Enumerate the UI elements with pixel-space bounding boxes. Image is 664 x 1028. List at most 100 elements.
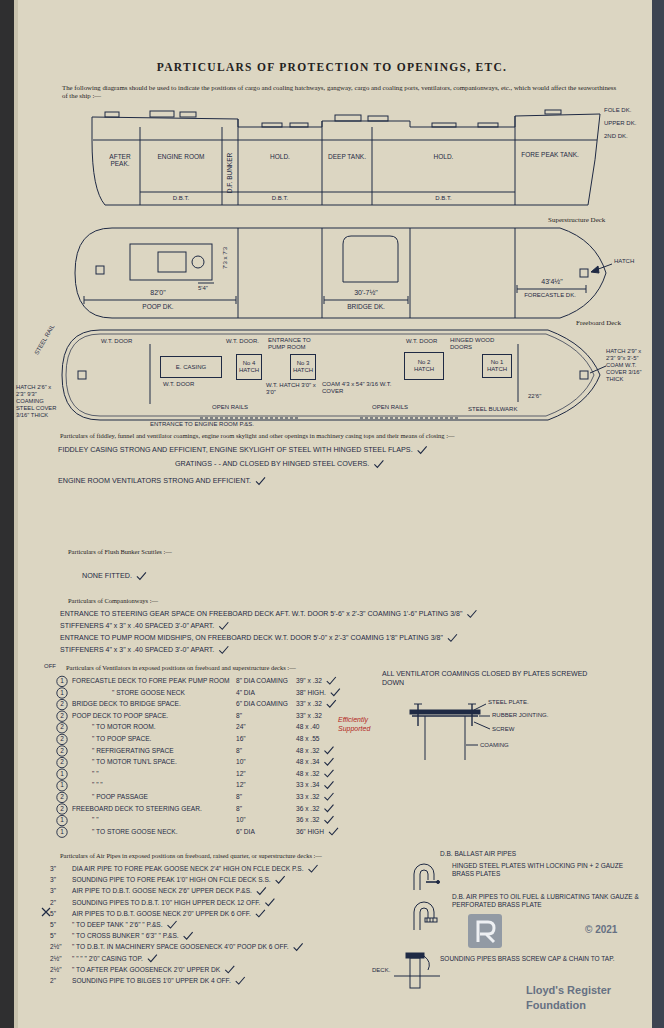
tick-mark (327, 677, 336, 684)
table-cell: 36" HIGH (296, 828, 324, 836)
table-cell: " " (92, 816, 99, 824)
form-heading: Particulars of Companionways :— (68, 597, 158, 605)
part-label: COAMING (480, 742, 509, 749)
tick-mark (324, 781, 333, 788)
surveyor-note: Efficiently Supported (338, 716, 384, 733)
deck-name: POOP DK. (142, 303, 173, 311)
dimension: 43'4½" (541, 278, 562, 287)
table-cell: 48 x .55 (296, 735, 319, 743)
table-cell: FORECASTLE DECK TO FORE PEAK PUMP ROOM (72, 677, 230, 685)
table-cell: 36 x .32 (296, 816, 319, 824)
table-cell: DIA AIR PIPE TO FORE PEAK GOOSE NECK 2'4… (72, 865, 304, 873)
callout-circle (57, 815, 67, 825)
handwritten-entry: ALL VENTILATOR COAMINGS CLOSED BY PLATES… (382, 670, 597, 687)
table-cell: 12" (236, 770, 246, 778)
tick-mark (236, 977, 245, 984)
superstructure-deck-plan (238, 228, 515, 318)
deck-name: 2ND DK. (604, 133, 628, 140)
table-cell: 48 x .40 (296, 723, 319, 731)
table-cell: 8" (236, 712, 242, 720)
table-cell: FREEBOARD DECK TO STEERING GEAR. (72, 805, 202, 813)
superstructure-deck-plan (198, 283, 214, 284)
ventilator-cover-sketch (410, 710, 480, 714)
part-label: W.T. DOOR. (226, 338, 259, 345)
deck-name: FOLE DK. (604, 107, 631, 114)
table-cell: " TO D.B.T. IN MACHINERY SPACE GOOSENECK… (72, 943, 289, 951)
tick-mark (265, 899, 274, 906)
compartment: ENGINE ROOMD.B.T. (140, 141, 222, 204)
tick-mark (256, 910, 265, 917)
table-cell: SOUNDING PIPE TO FORE PEAK 1'0" HIGH ON … (72, 876, 271, 884)
table-cell: 38" HIGH. (296, 689, 326, 697)
ship-profile (368, 116, 388, 121)
ship-profile (432, 123, 456, 127)
part-label: STEEL BULWARK (468, 406, 517, 413)
tick-mark (418, 446, 427, 453)
tick-mark (448, 634, 457, 641)
superstructure-deck-plan (130, 244, 212, 280)
ventilator-cover-sketch (414, 704, 476, 705)
callout-number: 2 (60, 747, 64, 755)
ventilator-cover-sketch (410, 704, 490, 760)
part-label: HINGED WOOD DOORS (450, 337, 496, 352)
callout-number: 2 (60, 723, 64, 731)
ship-profile (335, 115, 361, 121)
superstructure-deck-plan (324, 296, 408, 304)
callout-circle (57, 804, 67, 814)
freeboard-deck-plan (580, 371, 588, 379)
handwritten-entry: ENTRANCE TO STEERING GEAR SPACE ON FREEB… (60, 610, 462, 619)
compartment-name: No 2 HATCH (407, 359, 441, 373)
part-label: D.B. AIR PIPES TO OIL FUEL & LUBRICATING… (452, 893, 644, 909)
compartment-name: HOLD. (270, 153, 290, 160)
dimension: 82'0" (150, 289, 166, 298)
part-label: ENTRANCE TO ENGINE ROOM P.&S. (150, 421, 254, 428)
tick-mark (219, 646, 228, 653)
part-label: SCREW (492, 726, 514, 733)
compartment-name: AFTER PEAK. (101, 153, 139, 168)
freeboard-deck-plan (150, 344, 518, 404)
ship-profile (105, 112, 119, 117)
air-pipe-sketch (420, 870, 428, 890)
superstructure-deck-plan (517, 285, 586, 293)
form-heading: Particulars of Flush Bunker Scuttles :— (68, 548, 172, 556)
tick-mark (324, 747, 333, 754)
part-label: COAM 4'3 x 54" 3/16 W.T. COVER (322, 381, 398, 396)
table-cell: 3" (50, 876, 56, 884)
superstructure-deck-plan (192, 256, 204, 268)
air-pipe-sketch (424, 956, 429, 970)
table-cell: " STORE GOOSE NECK (112, 689, 185, 697)
table-cell: " TO DEEP TANK " 2'6" " P.&S. (72, 921, 163, 929)
tick-mark (168, 921, 177, 928)
callout-number: 2 (60, 793, 64, 801)
plan-title: Freeboard Deck (576, 319, 621, 328)
ship-profile (93, 140, 597, 141)
watermark-logo (478, 922, 494, 942)
table-cell: 2½" (50, 955, 62, 963)
table-cell: 5" (50, 910, 56, 918)
tick-mark (256, 477, 265, 484)
callout-circle (57, 688, 67, 698)
tank-name: D.B.T. (435, 195, 451, 202)
table-cell: 6" DIA COAMING (236, 700, 288, 708)
table-cell: " POOP PASSAGE (92, 793, 148, 801)
table-cell: 10" (236, 758, 246, 766)
air-pipe-sketch (414, 902, 434, 930)
air-pipe-sketch (406, 953, 424, 958)
table-cell: BRIDGE DECK TO BRIDGE SPACE. (72, 700, 181, 708)
ship-profile (92, 110, 600, 205)
table-cell: SOUNDING PIPES TO D.B.T. 1'0" HIGH UPPER… (72, 899, 260, 907)
tick-mark (467, 610, 476, 617)
freeboard-deck-plan (590, 366, 606, 373)
part-label: STEEL PLATE. (488, 699, 529, 706)
freeboard-deck-plan (62, 330, 606, 420)
callout-number: 2 (60, 758, 64, 766)
tick-mark (324, 805, 333, 812)
compartment: DEEP TANK. (322, 141, 372, 204)
deck-name: FORECASTLE DK. (524, 292, 576, 299)
ship-profile (180, 112, 196, 117)
compartment-name: FORE PEAK TANK. (521, 151, 579, 158)
table-cell: " REFRIGERATING SPACE (92, 747, 174, 755)
table-cell: AIR PIPES TO D.B.T. GOOSE NECK 2'0" UPPE… (72, 910, 251, 918)
callout-number: 1 (60, 781, 64, 789)
watermark-logo (468, 914, 502, 948)
